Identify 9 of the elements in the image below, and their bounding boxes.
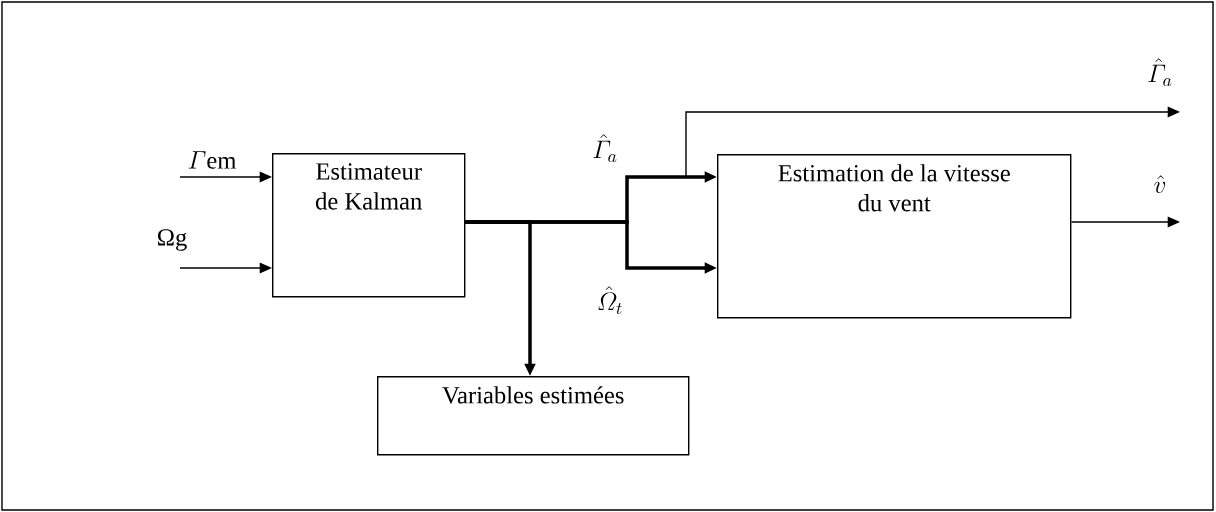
edge-label: $\varGamma\mathrm{em}$ bbox=[188, 151, 237, 169]
edge-label: $\hat{\varGamma}_a$ bbox=[593, 134, 617, 163]
process-box: Variables estimées bbox=[377, 376, 690, 456]
edge-label: Ωg bbox=[158, 229, 187, 251]
edge-label: $\hat{v}$ bbox=[1154, 175, 1166, 194]
edge-label: $\hat{\varOmega}_t$ bbox=[598, 286, 622, 315]
edge-label: $\hat{\varGamma}_a$ bbox=[1148, 58, 1172, 87]
process-box: Estimation de la vitesse du vent bbox=[717, 154, 1072, 319]
process-box: Estimateur de Kalman bbox=[272, 153, 466, 298]
